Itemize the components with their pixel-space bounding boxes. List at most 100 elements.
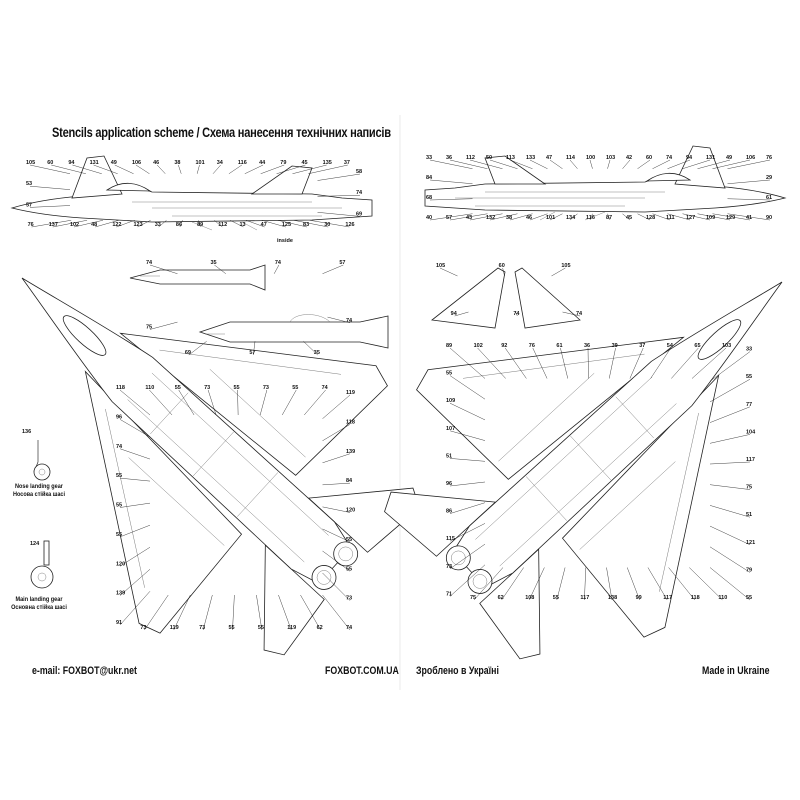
callout-number: 135 bbox=[323, 160, 332, 166]
callout-leader bbox=[449, 481, 486, 487]
callout-number: 110 bbox=[145, 385, 154, 391]
callout-number: 74 bbox=[146, 260, 153, 266]
callout-number: 77 bbox=[746, 402, 752, 408]
callout-number: 139 bbox=[346, 449, 355, 455]
callout-leader bbox=[469, 159, 503, 169]
callout-number: 73 bbox=[140, 625, 146, 631]
callout-number: 102 bbox=[70, 222, 79, 228]
callout-number: 43 bbox=[466, 215, 472, 221]
callout-number: 74 bbox=[666, 155, 673, 161]
callout-number: 51 bbox=[746, 512, 752, 518]
callout-leader bbox=[322, 550, 351, 572]
callout-number: 41 bbox=[746, 215, 752, 221]
callout-number: 103 bbox=[606, 155, 615, 161]
main-gear-drawing bbox=[30, 540, 54, 589]
callout-number: 119 bbox=[346, 390, 355, 396]
callout-leader bbox=[119, 547, 151, 567]
callout-leader bbox=[188, 341, 207, 356]
callout-leader bbox=[607, 213, 611, 221]
callout-leader bbox=[697, 213, 731, 221]
callout-leader bbox=[277, 220, 308, 228]
callout-number: 65 bbox=[694, 343, 700, 349]
callout-leader bbox=[637, 213, 651, 221]
callout-number: 29 bbox=[766, 175, 772, 181]
callout-leader bbox=[51, 164, 86, 174]
callout-leader bbox=[501, 567, 524, 601]
callout-leader bbox=[449, 564, 486, 597]
callout-number: 39 bbox=[612, 343, 618, 349]
callout-number: 55 bbox=[553, 595, 559, 601]
gear-callout-number: 136 bbox=[22, 429, 31, 435]
callout-number: 38 bbox=[174, 160, 180, 166]
callout-leader bbox=[691, 347, 727, 379]
callout-leader bbox=[449, 347, 486, 379]
callout-number: 73 bbox=[346, 596, 352, 602]
callout-leader bbox=[712, 213, 751, 221]
callout-number: 55 bbox=[116, 503, 122, 509]
callout-leader bbox=[256, 594, 263, 631]
callout-number: 60 bbox=[47, 160, 53, 166]
callout-number: 118 bbox=[116, 385, 125, 391]
callout-leader bbox=[469, 213, 503, 221]
callout-number: 123 bbox=[134, 222, 143, 228]
callout-number: 60 bbox=[499, 263, 505, 269]
callout-number: 75 bbox=[470, 595, 476, 601]
callout-number: 90 bbox=[766, 215, 772, 221]
callout-number: 76 bbox=[529, 343, 535, 349]
callout-leader bbox=[429, 179, 473, 184]
callout-number: 105 bbox=[561, 263, 570, 269]
callout-leader bbox=[173, 594, 191, 631]
callout-number: 75 bbox=[746, 485, 752, 491]
callout-number: 134 bbox=[566, 215, 576, 221]
callout-leader bbox=[317, 173, 361, 181]
callout-leader bbox=[709, 461, 751, 465]
callout-leader bbox=[712, 159, 751, 169]
callout-leader bbox=[489, 213, 518, 221]
callout-number: 73 bbox=[446, 564, 452, 570]
callout-number: 69 bbox=[185, 350, 191, 356]
callout-number: 122 bbox=[112, 222, 121, 228]
callout-leader bbox=[149, 321, 178, 330]
callout-number: 111 bbox=[666, 215, 675, 221]
callout-leader bbox=[308, 164, 348, 174]
callout-leader bbox=[202, 594, 213, 631]
callout-number: 34 bbox=[217, 160, 224, 166]
callout-leader bbox=[293, 220, 329, 228]
callout-leader bbox=[135, 164, 150, 174]
callout-number: 57 bbox=[249, 350, 255, 356]
callout-leader bbox=[477, 347, 506, 379]
callout-leader bbox=[489, 159, 518, 169]
callout-number: 110 bbox=[718, 595, 727, 601]
callout-number: 53 bbox=[26, 181, 32, 187]
callout-number: 50 bbox=[486, 155, 492, 161]
callout-number: 118 bbox=[691, 595, 700, 601]
callout-leader bbox=[261, 220, 286, 228]
callout-number: 94 bbox=[451, 311, 458, 317]
callout-leader bbox=[709, 567, 751, 601]
main-gear-label-en: Main landing gear bbox=[15, 596, 63, 603]
callout-number: 54 bbox=[667, 343, 674, 349]
callout-number: 92 bbox=[501, 343, 507, 349]
callout-number: 139 bbox=[116, 591, 125, 597]
callout-leader bbox=[589, 159, 593, 169]
callout-number: 33 bbox=[155, 222, 161, 228]
callout-leader bbox=[73, 220, 104, 228]
callout-leader bbox=[556, 567, 566, 601]
callout-number: 57 bbox=[339, 260, 345, 266]
callout-number: 89 bbox=[197, 222, 203, 228]
callout-leader bbox=[607, 159, 611, 169]
callout-leader bbox=[529, 567, 545, 601]
callout-number: 105 bbox=[26, 160, 35, 166]
callout-number: 38 bbox=[506, 215, 512, 221]
callout-number: 114 bbox=[566, 155, 576, 161]
callout-number: 109 bbox=[446, 398, 455, 404]
callout-leader bbox=[322, 264, 344, 274]
callout-leader bbox=[300, 594, 321, 631]
callout-number: 101 bbox=[196, 160, 205, 166]
callout-leader bbox=[119, 591, 151, 626]
callout-number: 94 bbox=[686, 155, 693, 161]
callout-number: 55 bbox=[746, 595, 752, 601]
callout-leader bbox=[214, 264, 226, 274]
